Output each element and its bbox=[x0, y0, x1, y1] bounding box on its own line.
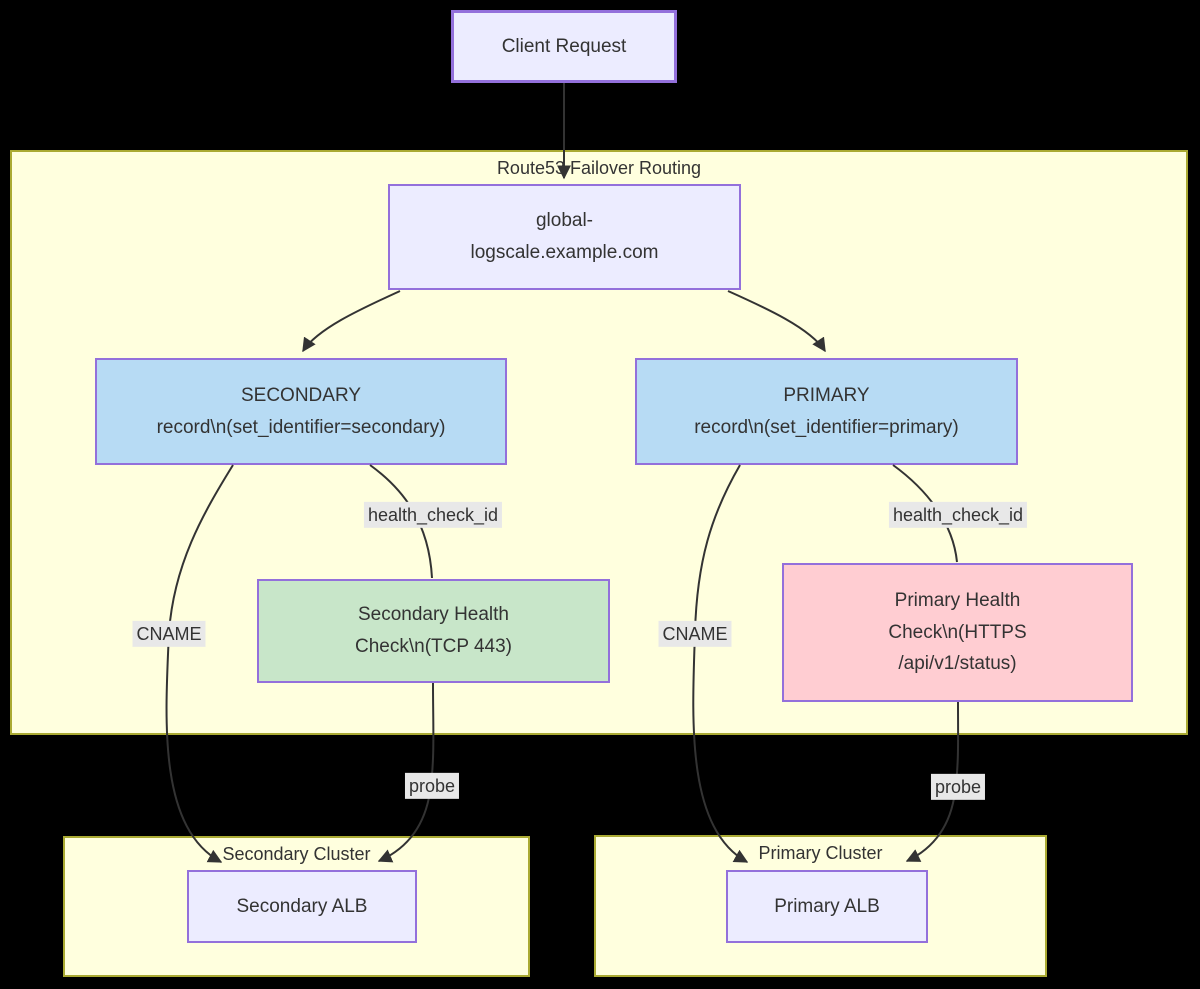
node-secondary-record-line-2: record\n(set_identifier=secondary) bbox=[156, 416, 446, 438]
node-primary-record-line-1: PRIMARY bbox=[783, 384, 870, 406]
node-primary-alb: Primary ALB bbox=[726, 870, 928, 943]
node-primary-record-line-2: record\n(set_identifier=primary) bbox=[694, 416, 959, 438]
route53-subgraph-title: Route53 Failover Routing bbox=[496, 158, 702, 178]
edge-label-health-check-id-secondary: health_check_id bbox=[363, 501, 503, 529]
node-primary-health-line-2: Check\n(HTTPS bbox=[888, 621, 1027, 643]
edge-label-probe-primary: probe bbox=[930, 773, 986, 801]
edge-label-cname-secondary: CNAME bbox=[132, 620, 206, 648]
node-primary-record: PRIMARY record\n(set_identifier=primary) bbox=[635, 358, 1018, 465]
node-secondary-health-check: Secondary Health Check\n(TCP 443) bbox=[257, 579, 610, 683]
node-global-line-1: global- bbox=[535, 210, 594, 232]
node-global-dns-record: global- logscale.example.com bbox=[388, 184, 741, 290]
node-secondary-health-line-1: Secondary Health bbox=[357, 604, 510, 626]
primary-cluster-title: Primary Cluster bbox=[758, 843, 883, 863]
node-primary-health-line-1: Primary Health bbox=[894, 589, 1021, 611]
node-primary-alb-label: Primary ALB bbox=[774, 895, 880, 917]
node-secondary-alb: Secondary ALB bbox=[187, 870, 417, 943]
node-primary-health-line-3: /api/v1/status) bbox=[898, 653, 1017, 675]
node-secondary-health-line-2: Check\n(TCP 443) bbox=[355, 636, 512, 657]
edge-label-health-check-id-primary: health_check_id bbox=[888, 501, 1028, 529]
node-secondary-alb-label: Secondary ALB bbox=[236, 895, 368, 917]
node-secondary-record-line-1: SECONDARY bbox=[240, 384, 361, 406]
secondary-cluster-title: Secondary Cluster bbox=[222, 844, 371, 864]
node-secondary-record: SECONDARY record\n(set_identifier=second… bbox=[95, 358, 507, 465]
node-global-line-2: logscale.example.com bbox=[470, 242, 659, 263]
node-client-request: Client Request bbox=[451, 10, 677, 83]
node-primary-health-check: Primary Health Check\n(HTTPS /api/v1/sta… bbox=[782, 563, 1133, 702]
secondary-cluster-subgraph: Secondary Cluster bbox=[63, 836, 530, 977]
edge-label-probe-secondary: probe bbox=[404, 772, 460, 800]
node-client-request-label: Client Request bbox=[501, 35, 627, 57]
edge-label-cname-primary: CNAME bbox=[658, 620, 732, 648]
